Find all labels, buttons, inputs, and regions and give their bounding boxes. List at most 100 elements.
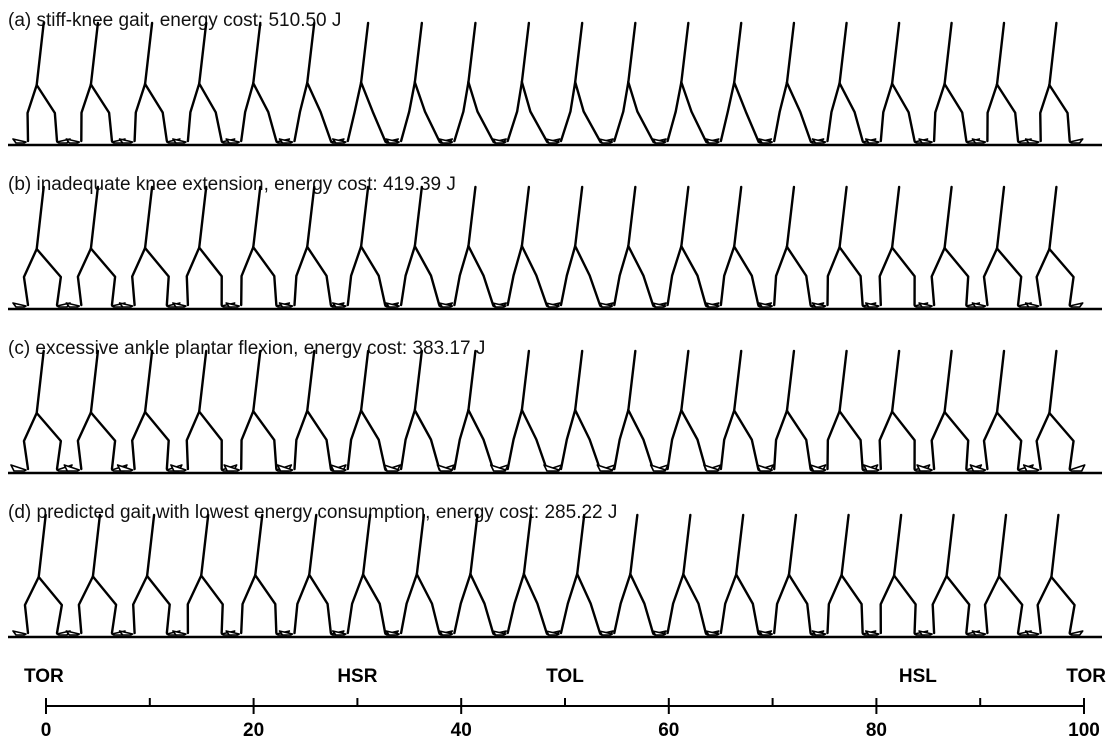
leading-leg <box>252 409 278 471</box>
trunk <box>35 349 45 415</box>
trailing-leg <box>346 245 363 307</box>
trailing-foot <box>438 630 454 636</box>
leading-leg <box>35 411 63 471</box>
stick-figure <box>438 513 507 636</box>
trunk <box>890 349 901 413</box>
leading-foot <box>1068 302 1084 308</box>
trailing-leg <box>133 82 147 143</box>
trailing-foot <box>864 138 880 144</box>
tick-label: 80 <box>866 720 887 738</box>
trunk <box>306 349 316 412</box>
stick-figure <box>651 513 720 636</box>
leading-leg <box>89 247 117 307</box>
trailing-foot <box>491 138 507 144</box>
leading-leg <box>733 409 760 471</box>
leading-leg <box>997 575 1024 635</box>
leading-leg <box>785 81 812 143</box>
trunk <box>995 349 1006 414</box>
leading-leg <box>467 80 495 143</box>
trunk <box>627 21 637 84</box>
stick-figure <box>329 349 401 472</box>
trailing-foot <box>864 302 880 308</box>
trailing-foot <box>65 630 81 636</box>
trailing-foot <box>491 630 507 636</box>
gait-panels: (a) stiff-knee gait, energy cost: 510.50… <box>8 10 1102 639</box>
trailing-leg <box>399 409 417 471</box>
gait-event-label-tol: TOL <box>546 666 584 687</box>
trailing-foot <box>969 464 987 472</box>
stick-figure <box>971 185 1032 308</box>
trailing-foot <box>118 302 134 308</box>
trailing-foot <box>545 138 560 144</box>
leading-leg <box>198 246 223 307</box>
stick-figure <box>436 349 509 472</box>
trailing-leg <box>76 247 93 307</box>
trailing-foot <box>329 464 347 472</box>
trunk <box>680 185 690 248</box>
trunk <box>785 21 796 84</box>
leading-leg <box>143 246 170 307</box>
trailing-leg <box>613 408 630 471</box>
leading-leg <box>1048 411 1075 471</box>
stick-figure <box>438 21 507 144</box>
stick-figure <box>276 349 347 472</box>
trailing-foot <box>278 138 294 144</box>
stick-figure <box>65 21 126 144</box>
trailing-foot <box>918 138 933 144</box>
trunk <box>308 513 318 576</box>
trailing-leg <box>26 83 38 143</box>
trunk <box>892 513 903 577</box>
trunk <box>573 21 584 84</box>
trunk <box>35 21 45 87</box>
stick-figure <box>971 21 1032 144</box>
trunk <box>1048 21 1058 87</box>
stick-figure <box>172 185 236 308</box>
leading-leg <box>573 408 602 471</box>
panel-b: (b) inadequate knee extension, energy co… <box>8 174 1102 311</box>
trailing-foot <box>172 302 187 308</box>
leading-leg <box>785 409 812 471</box>
stick-figure <box>223 349 293 472</box>
trailing-leg <box>76 411 93 471</box>
trailing-leg <box>773 409 789 471</box>
trailing-foot <box>598 302 614 308</box>
trailing-foot <box>545 630 560 636</box>
trunk <box>943 21 953 86</box>
leading-leg <box>254 573 278 635</box>
trailing-leg <box>878 246 894 307</box>
trailing-leg <box>239 81 255 143</box>
trailing-leg <box>559 408 577 471</box>
trailing-leg <box>453 244 470 307</box>
leading-leg <box>359 245 387 307</box>
trunk <box>680 349 690 412</box>
trailing-foot <box>118 138 134 144</box>
trunk <box>1048 185 1058 251</box>
trailing-foot <box>971 138 987 144</box>
trunk <box>838 349 848 413</box>
stick-figure <box>651 21 720 144</box>
leading-leg <box>995 411 1023 471</box>
trailing-foot <box>172 630 187 636</box>
trunk <box>413 21 424 84</box>
trunk <box>573 185 584 248</box>
trailing-foot <box>809 464 827 472</box>
leading-leg <box>520 80 548 143</box>
trailing-leg <box>826 81 841 143</box>
trailing-leg <box>613 244 630 307</box>
leading-leg <box>89 83 114 143</box>
trailing-leg <box>1035 411 1051 471</box>
trailing-leg <box>399 245 417 307</box>
leading-leg <box>306 81 333 143</box>
stick-figure <box>383 349 456 472</box>
trailing-foot <box>651 630 667 636</box>
tick-label: 40 <box>451 720 472 738</box>
trailing-leg <box>239 245 255 307</box>
trailing-leg <box>346 573 365 635</box>
trunk <box>573 349 584 412</box>
trailing-leg <box>1039 83 1051 143</box>
trailing-foot <box>1024 630 1040 636</box>
leading-leg <box>943 82 968 143</box>
trailing-leg <box>131 410 147 471</box>
trailing-foot <box>331 138 347 144</box>
